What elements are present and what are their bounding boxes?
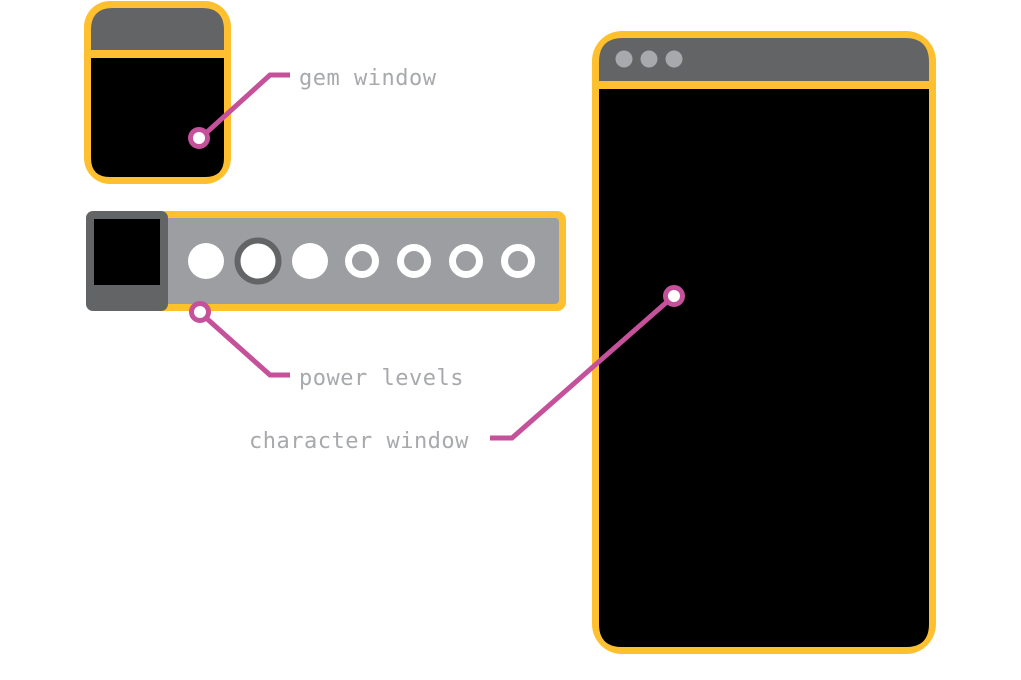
titlebar-dot-2	[640, 50, 658, 68]
titlebar-dot-3	[665, 50, 683, 68]
gem-window	[84, 1, 231, 184]
callout-anchor	[188, 127, 210, 149]
callout-anchor	[663, 285, 685, 307]
titlebar-dot-1	[615, 50, 633, 68]
power-level-3-filled	[292, 243, 328, 279]
power-level-2-selected	[234, 237, 282, 285]
character-window-titlebar	[599, 38, 929, 81]
callout-line	[490, 299, 670, 441]
power-level-circles	[188, 237, 535, 285]
power-level-5-empty	[397, 244, 431, 278]
character-window-screen	[599, 89, 929, 647]
power-bar-slot-screen	[94, 219, 160, 285]
character-window-label: character window	[249, 429, 469, 454]
power-level-7-empty	[501, 244, 535, 278]
callout-character-window	[490, 285, 685, 441]
window-control-dots	[615, 50, 683, 68]
gem-window-screen	[91, 58, 224, 177]
power-level-1-filled	[188, 243, 224, 279]
gem-window-label: gem window	[299, 66, 437, 91]
callout-line	[203, 315, 290, 378]
power-levels-label: power levels	[299, 366, 464, 391]
power-levels-bar	[86, 211, 566, 311]
callout-anchor	[189, 301, 211, 323]
gem-window-titlebar	[91, 8, 224, 50]
character-window	[592, 31, 936, 654]
callout-gem-window	[188, 72, 290, 149]
callout-power-levels	[189, 301, 290, 378]
callout-line	[204, 72, 290, 135]
power-level-6-empty	[449, 244, 483, 278]
power-level-4-empty	[345, 244, 379, 278]
